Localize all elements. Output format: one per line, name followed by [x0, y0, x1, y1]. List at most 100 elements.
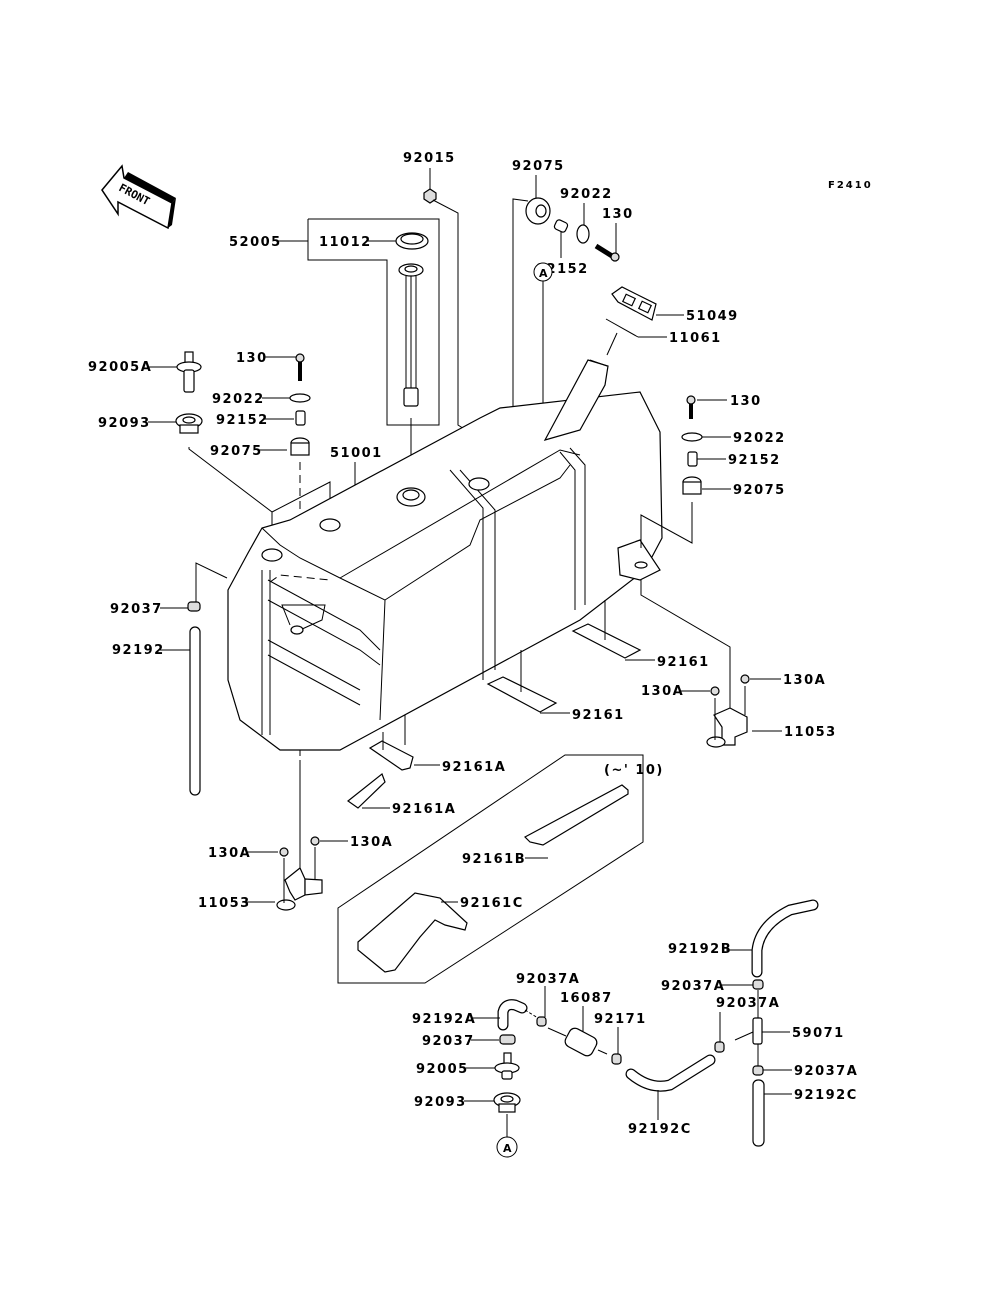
label-92075-top[interactable]: 92075 [512, 159, 565, 174]
bolt-130-left [295, 353, 305, 381]
grommet-92093-left [175, 413, 203, 434]
bolt-130a-r2 [740, 674, 750, 684]
bolt-130a-r1 [710, 686, 720, 696]
washer-92022-right [681, 432, 703, 442]
label-92022-right[interactable]: 92022 [733, 431, 786, 446]
label-130a-r1[interactable]: 130A [641, 684, 684, 699]
variant-box [337, 754, 644, 984]
clamp-92037 [187, 601, 201, 612]
svg-text:A: A [503, 1142, 512, 1155]
label-130-right[interactable]: 130 [730, 394, 762, 409]
label-59071[interactable]: 59071 [792, 1026, 845, 1041]
collar-92152-top [553, 219, 569, 233]
label-92075-right[interactable]: 92075 [733, 483, 786, 498]
tee-59071 [734, 1017, 763, 1045]
label-92161a-1[interactable]: 92161A [442, 760, 506, 775]
label-11012[interactable]: 11012 [319, 235, 372, 250]
label-130a-r2[interactable]: 130A [783, 673, 826, 688]
pad-92161c [357, 892, 468, 973]
label-92005[interactable]: 92005 [416, 1062, 469, 1077]
label-92161a-2[interactable]: 92161A [392, 802, 456, 817]
hose-92192c-right [752, 1079, 765, 1147]
label-92161c[interactable]: 92161C [460, 896, 524, 911]
label-92192a[interactable]: 92192A [412, 1012, 476, 1027]
pad-92161-a [571, 623, 642, 659]
clamp-92037a-mid [714, 1041, 725, 1053]
label-92015[interactable]: 92015 [403, 151, 456, 166]
label-92093-left[interactable]: 92093 [98, 416, 151, 431]
bolt-130a-l1 [279, 847, 289, 857]
label-92037-bottom[interactable]: 92037 [422, 1034, 475, 1049]
gasket-11012 [395, 232, 429, 250]
label-92037a-4[interactable]: 92037A [794, 1064, 858, 1079]
washer-92022-top [576, 224, 590, 244]
label-11053-right[interactable]: 11053 [784, 725, 837, 740]
bracket-11053-left [276, 847, 323, 911]
hose-92192b [752, 900, 818, 977]
cap-51049 [611, 286, 657, 321]
label-11061[interactable]: 11061 [669, 331, 722, 346]
label-92152-left[interactable]: 92152 [216, 413, 269, 428]
label-92161b[interactable]: 92161B [462, 852, 526, 867]
clamp-92037-bottom [499, 1034, 516, 1045]
hose-92192a [498, 1000, 527, 1030]
label-11053-left[interactable]: 11053 [198, 896, 251, 911]
bolt-130a-l2 [310, 836, 320, 846]
label-92161-a[interactable]: 92161 [657, 655, 710, 670]
variant-note: (~' 10) [604, 763, 664, 778]
bolt-130-top [594, 243, 620, 262]
label-92037[interactable]: 92037 [110, 602, 163, 617]
label-92171[interactable]: 92171 [594, 1012, 647, 1027]
grommet-92075-right [682, 476, 702, 495]
label-92037a-1[interactable]: 92037A [516, 972, 580, 987]
label-130a-l2[interactable]: 130A [350, 835, 393, 850]
label-92192[interactable]: 92192 [112, 643, 165, 658]
ref-marker-a-bottom: A [496, 1136, 518, 1158]
grommet-92093-bottom [493, 1092, 521, 1113]
label-92161-b[interactable]: 92161 [572, 708, 625, 723]
grommet-92075-top [525, 197, 551, 225]
clamp-92037a-lower [752, 1065, 764, 1076]
label-92192c-mid[interactable]: 92192C [628, 1122, 692, 1137]
label-130-left[interactable]: 130 [236, 351, 268, 366]
pad-92161b [524, 784, 629, 846]
grommet-92075-left [290, 437, 310, 456]
collar-92152-left [295, 410, 306, 426]
washer-92022-left [289, 393, 311, 403]
label-16087[interactable]: 16087 [560, 991, 613, 1006]
front-arrow-icon: FRONT [101, 164, 176, 230]
label-92037a-3[interactable]: 92037A [716, 996, 780, 1011]
label-92093-bottom[interactable]: 92093 [414, 1095, 467, 1110]
label-92192c-right[interactable]: 92192C [794, 1088, 858, 1103]
hose-92192 [189, 626, 201, 796]
clamp-92171 [611, 1053, 622, 1065]
fitting-92005a [176, 351, 202, 393]
label-92037a-4-top[interactable]: 92037A [661, 979, 725, 994]
collar-92152-right [687, 451, 698, 467]
pad-92161a-1 [368, 740, 414, 771]
label-92075-left[interactable]: 92075 [210, 444, 263, 459]
label-130a-l1[interactable]: 130A [208, 846, 251, 861]
fuel-level-sender [398, 263, 424, 407]
label-92152-right[interactable]: 92152 [728, 453, 781, 468]
bolt-130-right [686, 395, 696, 419]
fitting-92005 [494, 1052, 520, 1080]
diagram-code: F2410 [828, 180, 873, 191]
label-92005a[interactable]: 92005A [88, 360, 152, 375]
label-51049[interactable]: 51049 [686, 309, 739, 324]
label-51001[interactable]: 51001 [330, 446, 383, 461]
label-92022-top[interactable]: 92022 [560, 187, 613, 202]
hose-92192c-mid [626, 1055, 715, 1091]
bracket-11053-right [706, 686, 748, 748]
pad-92161-b [486, 676, 558, 713]
clamp-92037a-upper [752, 979, 764, 990]
label-92022-left[interactable]: 92022 [212, 392, 265, 407]
label-92192b[interactable]: 92192B [668, 942, 732, 957]
ref-marker-a-top: A [533, 262, 553, 282]
clamp-92037a-left [536, 1016, 547, 1027]
filter-16087 [547, 1027, 608, 1057]
fuel-tank-51001 [227, 359, 663, 751]
label-130-top[interactable]: 130 [602, 207, 634, 222]
label-52005[interactable]: 52005 [229, 235, 282, 250]
